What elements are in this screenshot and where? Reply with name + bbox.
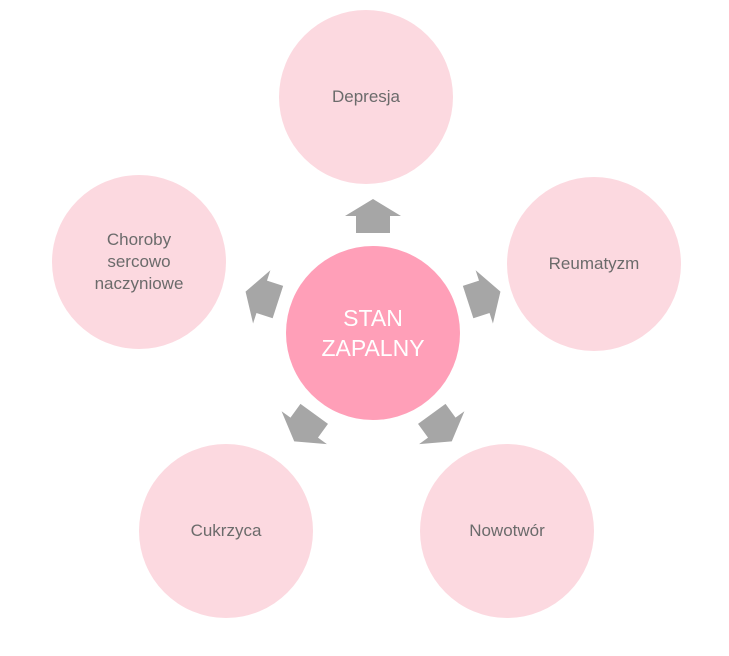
node-label: Reumatyzm [548, 254, 640, 273]
arrow-icon-reumatyzm [462, 270, 501, 324]
node-choroby-sercowo-naczyniowe: Choroby sercowo naczyniowe [52, 175, 226, 349]
arrow-icon-nowotwor [418, 403, 465, 445]
node-label: Nowotwór [469, 521, 545, 540]
node-depresja: Depresja [279, 10, 453, 184]
node-nowotwor: Nowotwór [420, 444, 594, 618]
node-label: Choroby sercowo naczyniowe [94, 230, 184, 293]
node-label: Depresja [331, 87, 401, 106]
center-node-stan-zapalny: STAN ZAPALNY [286, 246, 460, 420]
node-cukrzyca: Cukrzyca [139, 444, 313, 618]
node-label: Cukrzyca [190, 521, 262, 540]
center-label: STAN ZAPALNY [321, 305, 425, 361]
arrow-icon-cukrzyca [281, 403, 328, 445]
arrow-icon-choroby [245, 270, 284, 324]
arrow-icon-depresja [345, 199, 401, 233]
node-reumatyzm: Reumatyzm [507, 177, 681, 351]
